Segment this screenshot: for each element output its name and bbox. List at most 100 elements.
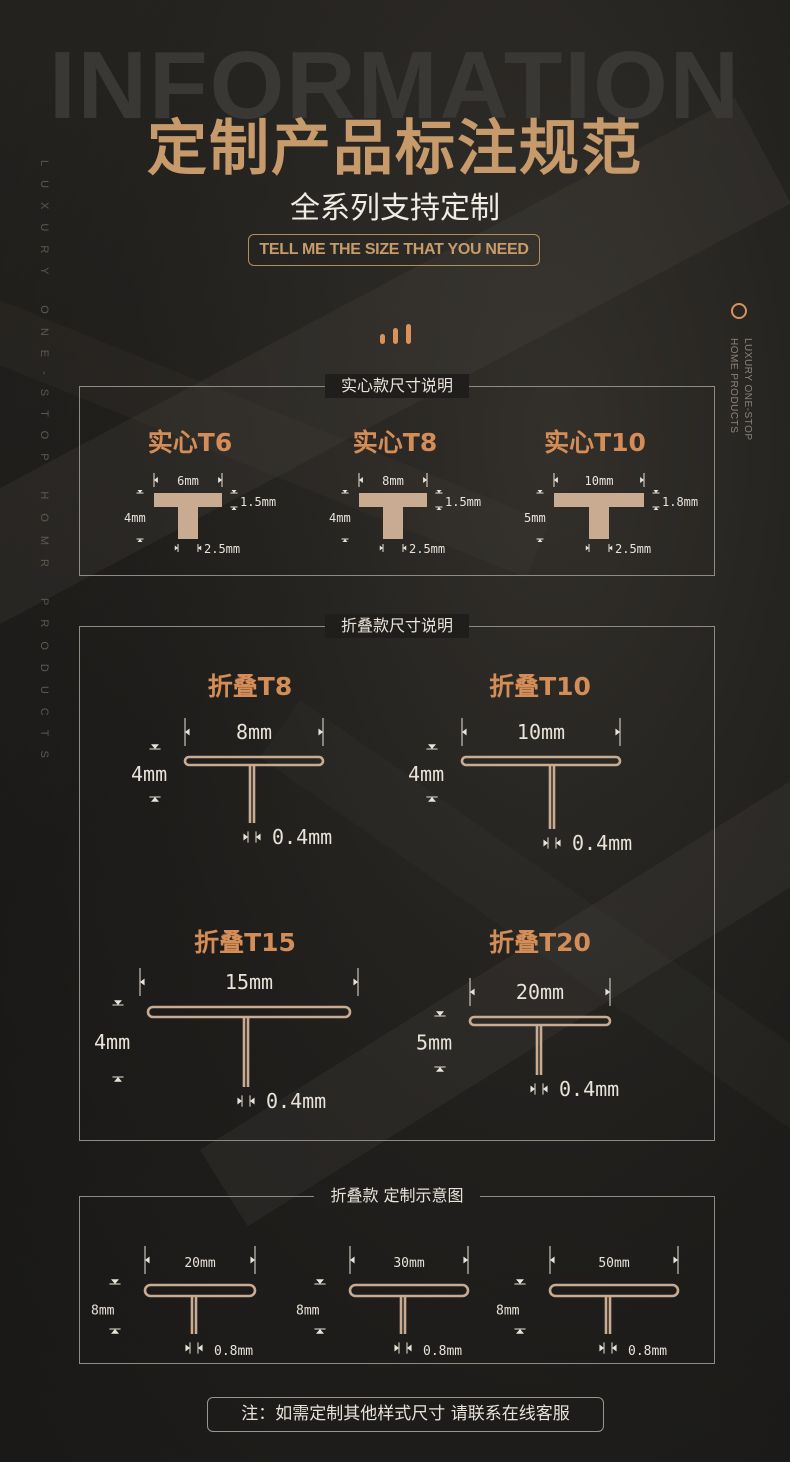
height-label: 4mm bbox=[94, 1030, 130, 1054]
dimension-arrow bbox=[543, 839, 548, 847]
dimension-arrow bbox=[609, 545, 613, 551]
dimension-arrow bbox=[256, 833, 261, 841]
dimension-arrow bbox=[436, 507, 442, 510]
dimension-arrow bbox=[243, 833, 248, 841]
custom-t-diagram: 30mm 8mm 0.8mm bbox=[296, 1246, 470, 1359]
dimension-arrow bbox=[530, 1085, 535, 1093]
thickness-label: 0.8mm bbox=[214, 1344, 253, 1359]
width-label: 30mm bbox=[393, 1256, 424, 1271]
watermark-text: INFORMATION bbox=[48, 32, 742, 139]
dimension-arrow bbox=[537, 490, 543, 493]
dimension-arrow bbox=[218, 477, 222, 483]
dimension-arrow bbox=[185, 1344, 190, 1352]
width-label: 10mm bbox=[517, 720, 565, 744]
folded-item-title: 折叠T10 bbox=[489, 672, 591, 701]
dimension-arrow bbox=[462, 728, 467, 736]
stem-label: 2.5mm bbox=[204, 542, 240, 556]
dimension-arrow bbox=[174, 545, 178, 551]
tagline-badge: TELL ME THE SIZE THAT YOU NEED bbox=[248, 234, 540, 266]
dimension-arrow bbox=[111, 1279, 119, 1284]
width-label: 8mm bbox=[382, 474, 404, 488]
dimension-arrow bbox=[615, 728, 620, 736]
folded-section-title: 折叠款尺寸说明 bbox=[324, 614, 469, 638]
folded-item-title: 折叠T8 bbox=[207, 672, 293, 701]
custom-section-title: 折叠款 定制示意图 bbox=[314, 1184, 480, 1208]
dimension-arrow bbox=[673, 1256, 678, 1264]
dimension-arrow bbox=[379, 545, 383, 551]
dimension-arrow bbox=[585, 545, 589, 551]
thickness-label: 0.4mm bbox=[559, 1077, 619, 1101]
dimension-arrow bbox=[653, 507, 659, 510]
folded-bar bbox=[468, 1015, 612, 1027]
solid-item-title: 实心T10 bbox=[544, 428, 646, 457]
height-label: 8mm bbox=[296, 1304, 320, 1319]
solid-t-profile bbox=[359, 493, 427, 539]
thickness-label: 0.4mm bbox=[572, 831, 632, 855]
width-label: 6mm bbox=[177, 474, 199, 488]
dimension-arrow bbox=[154, 477, 158, 483]
dimension-arrow bbox=[140, 978, 145, 986]
dimension-arrow bbox=[516, 1279, 524, 1284]
stem-label: 2.5mm bbox=[409, 542, 445, 556]
dimension-arrow bbox=[137, 539, 143, 542]
height-label: 4mm bbox=[408, 762, 444, 786]
dimension-arrow bbox=[145, 1256, 150, 1264]
dimension-arrow bbox=[250, 1097, 255, 1105]
dimension-arrow bbox=[185, 728, 190, 736]
dimension-arrow bbox=[198, 1344, 203, 1352]
thickness-label: 0.8mm bbox=[628, 1344, 667, 1359]
height-label: 8mm bbox=[496, 1304, 520, 1319]
page-title: 定制产品标注规范 bbox=[147, 114, 643, 184]
flange-label: 1.8mm bbox=[662, 495, 698, 509]
side-vertical-text: LUXURY ONE-STOP HOMR PRODUCTS bbox=[38, 160, 50, 772]
height-label: 5mm bbox=[416, 1031, 452, 1055]
folded-bar bbox=[143, 1283, 257, 1298]
solid-item-title: 实心T6 bbox=[147, 428, 233, 457]
dimension-arrow bbox=[316, 1329, 324, 1334]
dimension-arrow bbox=[550, 1256, 555, 1264]
side-brand-line-1: LUXURY ONE-STOP bbox=[742, 338, 753, 441]
dimension-arrow bbox=[353, 978, 358, 986]
side-brand-line-2: HOME PRODUCTS bbox=[728, 338, 739, 434]
solid-t-profile bbox=[154, 493, 222, 539]
dimension-arrow bbox=[350, 1256, 355, 1264]
dimension-arrow bbox=[111, 1329, 119, 1334]
dimension-arrow bbox=[436, 490, 442, 493]
dimension-arrow bbox=[463, 1256, 468, 1264]
dimension-arrow bbox=[428, 797, 436, 802]
dimension-arrow bbox=[605, 988, 610, 996]
dimension-arrow bbox=[403, 545, 407, 551]
side-vertical-brand: LUXURY ONE-STOP HOME PRODUCTS bbox=[726, 338, 754, 441]
thickness-label: 0.4mm bbox=[266, 1089, 326, 1113]
dimension-arrow bbox=[114, 1000, 122, 1005]
width-label: 10mm bbox=[585, 474, 614, 488]
dimension-arrow bbox=[554, 477, 558, 483]
folded-bar bbox=[183, 755, 325, 767]
dimension-arrow bbox=[599, 1344, 604, 1352]
dimension-arrow bbox=[151, 744, 159, 749]
dimension-arrow bbox=[342, 490, 348, 493]
dimension-arrow bbox=[428, 744, 436, 749]
thickness-label: 0.8mm bbox=[423, 1344, 462, 1359]
flange-label: 1.5mm bbox=[445, 495, 481, 509]
dimension-arrow bbox=[137, 490, 143, 493]
dimension-arrow bbox=[543, 1085, 548, 1093]
folded-item-title: 折叠T20 bbox=[489, 928, 591, 957]
stem-label: 2.5mm bbox=[615, 542, 651, 556]
dimension-arrow bbox=[359, 477, 363, 483]
dimension-arrow bbox=[316, 1279, 324, 1284]
dimension-arrow bbox=[231, 507, 237, 510]
width-label: 20mm bbox=[516, 980, 564, 1004]
dimension-arrow bbox=[612, 1344, 617, 1352]
ring-icon bbox=[731, 303, 747, 319]
dimension-arrow bbox=[470, 988, 475, 996]
dimension-arrow bbox=[231, 490, 237, 493]
